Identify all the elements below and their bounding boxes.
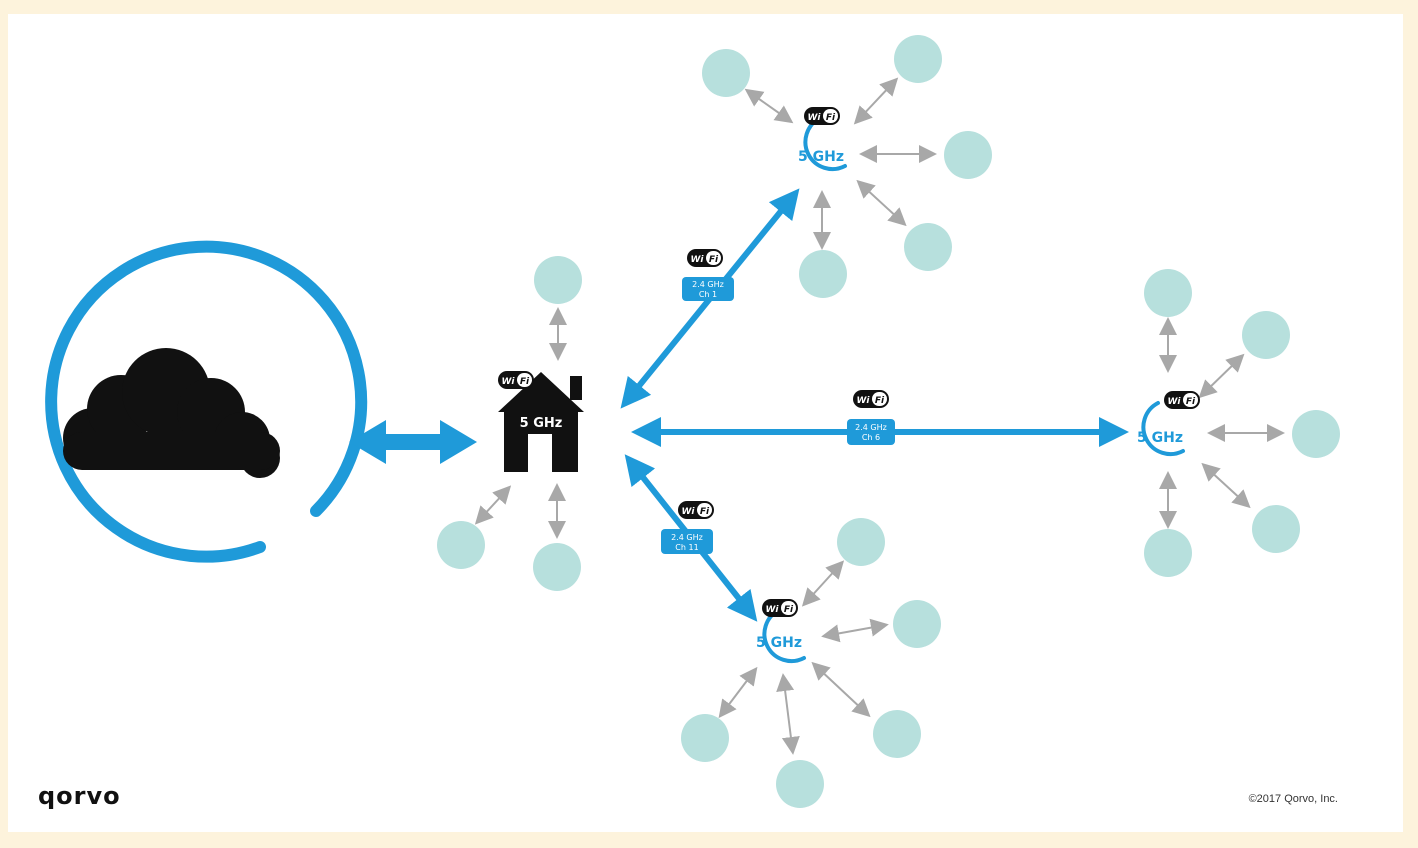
wifi-logo-icon: Wi Fi [498, 371, 534, 389]
wifi-logo-icon: Wi Fi [762, 599, 798, 617]
cloud-icon [63, 348, 280, 478]
client-device [873, 710, 921, 758]
link-band-ch1: 2.4 GHz [692, 280, 724, 289]
client-device [894, 35, 942, 83]
internet-link-arrow [349, 420, 477, 464]
client-device [534, 256, 582, 304]
client-device [1292, 410, 1340, 458]
wifi-logo-icon: Wi Fi [804, 107, 840, 125]
client-device [437, 521, 485, 569]
link-band-ch11: 2.4 GHz [671, 533, 703, 542]
router-label: 5 GHz [520, 416, 563, 431]
link-channel-ch11: Ch 11 [675, 543, 698, 552]
client-device [1252, 505, 1300, 553]
extender-label: 5 GHz [1137, 430, 1183, 446]
client-device [702, 49, 750, 97]
house-icon: 5 GHz [498, 372, 584, 472]
diagram-canvas: 5 GHz 2.4 GHz Ch 1 2.4 GHz Ch 6 2.4 GHz … [8, 14, 1403, 832]
wifi-badges: Wi Fi Wi Fi Wi Fi Wi Fi Wi Fi [498, 107, 1200, 617]
link-channel-ch1: Ch 1 [699, 290, 717, 299]
link-label-ch6: 2.4 GHz Ch 6 [847, 419, 895, 445]
wifi-badge-fi: Fi [784, 605, 794, 615]
client-link-arrow [718, 666, 758, 719]
client-device [944, 131, 992, 179]
link-channel-ch6: Ch 6 [862, 433, 880, 442]
client-device [1242, 311, 1290, 359]
client-link-arrow [853, 77, 899, 125]
cloud-ring [45, 240, 368, 563]
client-link-arrow [821, 618, 889, 643]
wifi-badge-wi: Wi [690, 255, 704, 265]
extender-ch11: 5 GHz [756, 608, 806, 664]
wifi-badge-fi: Fi [700, 507, 710, 517]
client-device [799, 250, 847, 298]
link-band-ch6: 2.4 GHz [855, 423, 887, 432]
extender-ring [803, 116, 847, 172]
client-device [776, 760, 824, 808]
wifi-badge-wi: Wi [807, 113, 821, 123]
extender-label: 5 GHz [756, 635, 802, 651]
wifi-badge-wi: Wi [501, 377, 515, 387]
wifi-logo-icon: Wi Fi [687, 249, 723, 267]
wifi-badge-fi: Fi [709, 255, 719, 265]
network-diagram: 5 GHz 2.4 GHz Ch 1 2.4 GHz Ch 6 2.4 GHz … [38, 35, 1340, 810]
wifi-logo-icon: Wi Fi [1164, 391, 1200, 409]
router-group: 5 GHz [498, 372, 584, 472]
link-label-ch1: 2.4 GHz Ch 1 [682, 277, 734, 301]
wifi-badge-wi: Wi [765, 605, 779, 615]
extender-ring [1141, 401, 1185, 457]
cloud-group [45, 240, 368, 563]
client-link-arrow [744, 88, 794, 124]
client-link-arrow [856, 179, 907, 227]
wifi-badge-fi: Fi [875, 396, 885, 406]
client-devices [437, 35, 1340, 808]
client-device [1144, 269, 1192, 317]
client-device [837, 518, 885, 566]
qorvo-logo: qorvo [38, 782, 121, 810]
client-device [681, 714, 729, 762]
client-link-arrow [1198, 353, 1245, 399]
copyright-text: ©2017 Qorvo, Inc. [1249, 793, 1338, 805]
client-device [893, 600, 941, 648]
client-device [1144, 529, 1192, 577]
wifi-badge-wi: Wi [856, 396, 870, 406]
wifi-badge-wi: Wi [681, 507, 695, 517]
client-link-arrow [801, 560, 845, 607]
client-device [904, 223, 952, 271]
wifi-badge-fi: Fi [1186, 397, 1196, 407]
wifi-badge-fi: Fi [520, 377, 530, 387]
wifi-logo-icon: Wi Fi [853, 390, 889, 408]
client-link-arrow [776, 673, 800, 755]
extender-label: 5 GHz [798, 149, 844, 165]
client-link-arrow [811, 661, 871, 718]
client-link-arrow [1201, 462, 1251, 509]
wifi-logo-icon: Wi Fi [678, 501, 714, 519]
client-link-arrow [474, 485, 512, 525]
client-links [474, 77, 1285, 755]
wifi-badge-fi: Fi [826, 113, 836, 123]
extender-ch6: 5 GHz [1137, 401, 1185, 457]
link-label-ch11: 2.4 GHz Ch 11 [661, 529, 713, 554]
extender-ring [762, 608, 806, 664]
wifi-badge-wi: Wi [1167, 397, 1181, 407]
extender-ch1: 5 GHz [798, 116, 847, 172]
client-device [533, 543, 581, 591]
